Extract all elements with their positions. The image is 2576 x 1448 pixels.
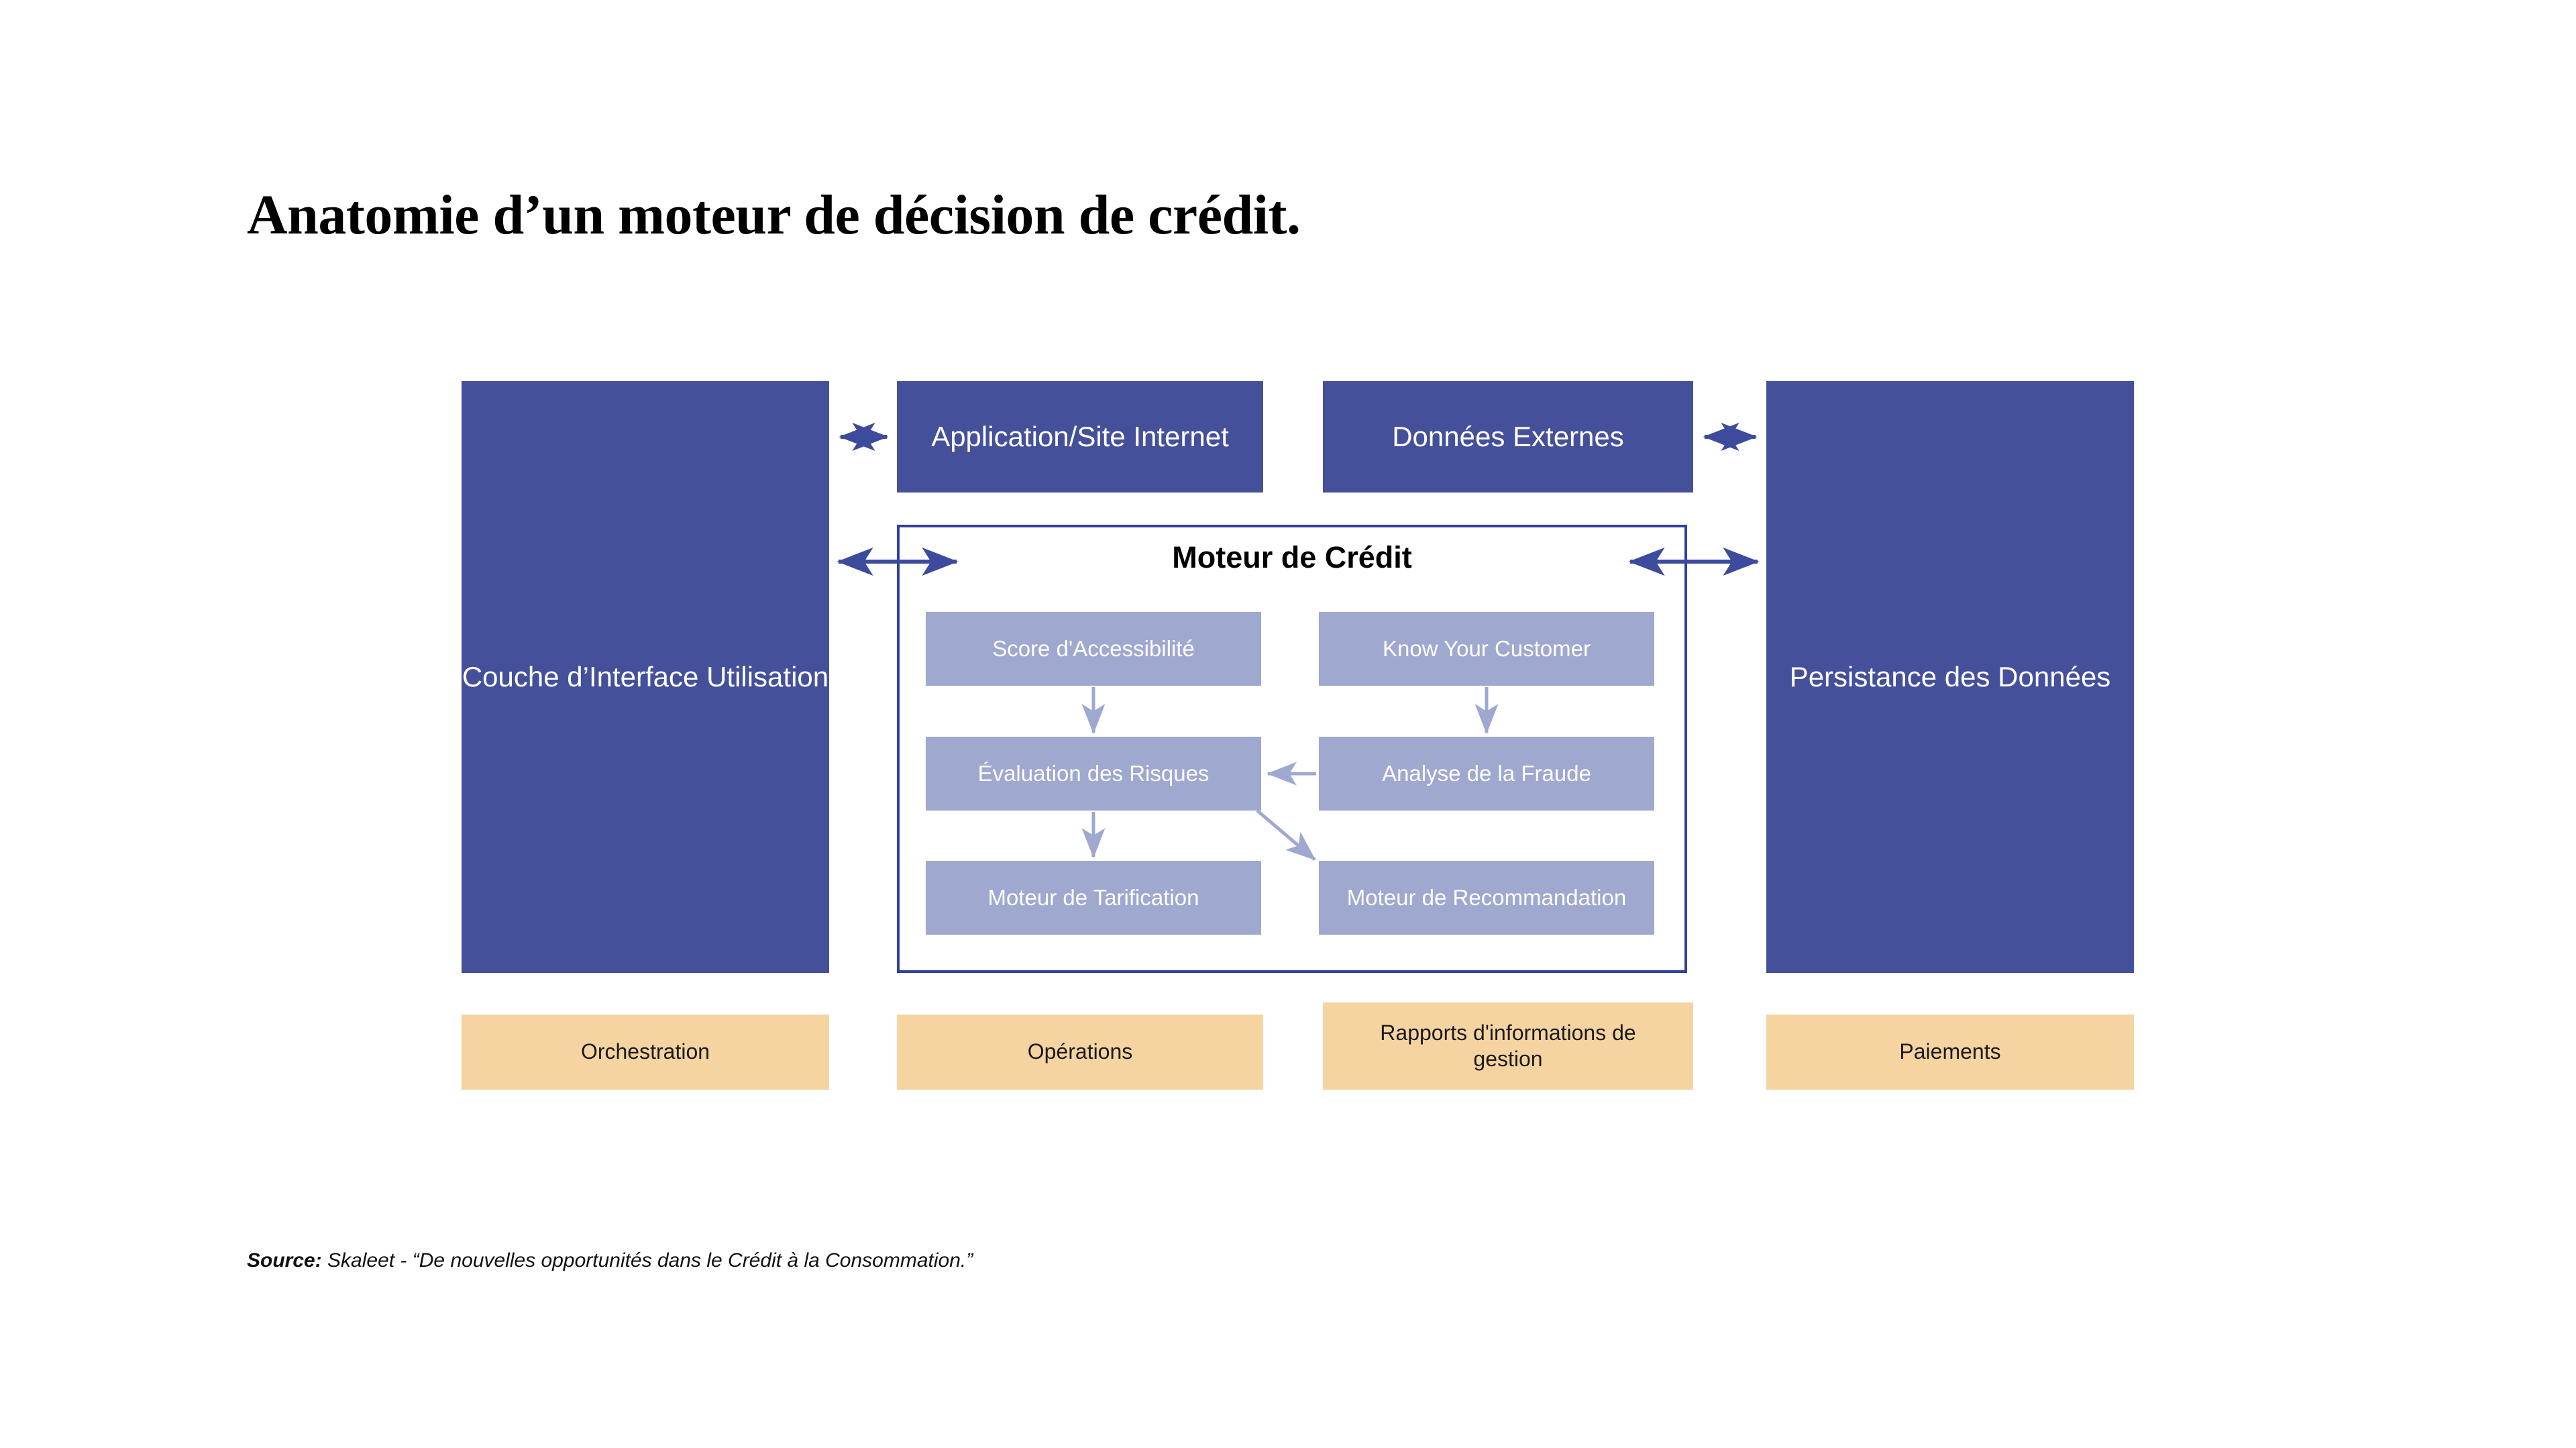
node-score-accessibilite: Score d'Accessibilité	[926, 612, 1261, 686]
box-operations: Opérations	[897, 1015, 1263, 1090]
box-label: Persistance des Données	[1789, 661, 2111, 693]
box-label: Application/Site Internet	[931, 421, 1229, 453]
node-moteur-de-tarification: Moteur de Tarification	[926, 861, 1261, 935]
box-persistance-des-donnees: Persistance des Données	[1766, 381, 2134, 973]
box-orchestration: Orchestration	[462, 1015, 829, 1090]
node-label: Évaluation des Risques	[977, 760, 1210, 786]
box-label: Rapports d'informations de gestion	[1380, 1020, 1636, 1071]
node-analyse-de-la-fraude: Analyse de la Fraude	[1319, 737, 1654, 811]
node-label: Know Your Customer	[1382, 635, 1591, 661]
node-moteur-de-recommandation: Moteur de Recommandation	[1319, 861, 1654, 935]
box-label: Données Externes	[1392, 421, 1624, 453]
box-label: Paiements	[1899, 1039, 2001, 1064]
source-label: Source:	[247, 1249, 322, 1272]
node-label: Moteur de Recommandation	[1346, 884, 1627, 910]
box-rapports-informations-gestion: Rapports d'informations de gestion	[1323, 1002, 1693, 1090]
node-know-your-customer: Know Your Customer	[1319, 612, 1654, 686]
node-evaluation-des-risques: Évaluation des Risques	[926, 737, 1261, 811]
page-title: Anatomie d’un moteur de décision de créd…	[247, 184, 1301, 246]
node-label: Score d'Accessibilité	[992, 635, 1195, 661]
source-text: Skaleet - “De nouvelles opportunités dan…	[327, 1249, 973, 1272]
box-donnees-externes: Données Externes	[1323, 381, 1693, 493]
box-label: Orchestration	[580, 1039, 710, 1064]
box-label: Couche d’Interface Utilisation	[462, 661, 829, 693]
moteur-de-credit-title: Moteur de Crédit	[1172, 540, 1412, 574]
box-paiements: Paiements	[1766, 1015, 2134, 1090]
node-label: Analyse de la Fraude	[1382, 760, 1591, 786]
box-label: Opérations	[1027, 1039, 1133, 1064]
box-application-site-internet: Application/Site Internet	[897, 381, 1263, 493]
box-couche-interface-utilisation: Couche d’Interface Utilisation	[462, 381, 829, 973]
source-credit: Source: Skaleet - “De nouvelles opportun…	[247, 1249, 973, 1272]
node-label: Moteur de Tarification	[987, 884, 1199, 910]
